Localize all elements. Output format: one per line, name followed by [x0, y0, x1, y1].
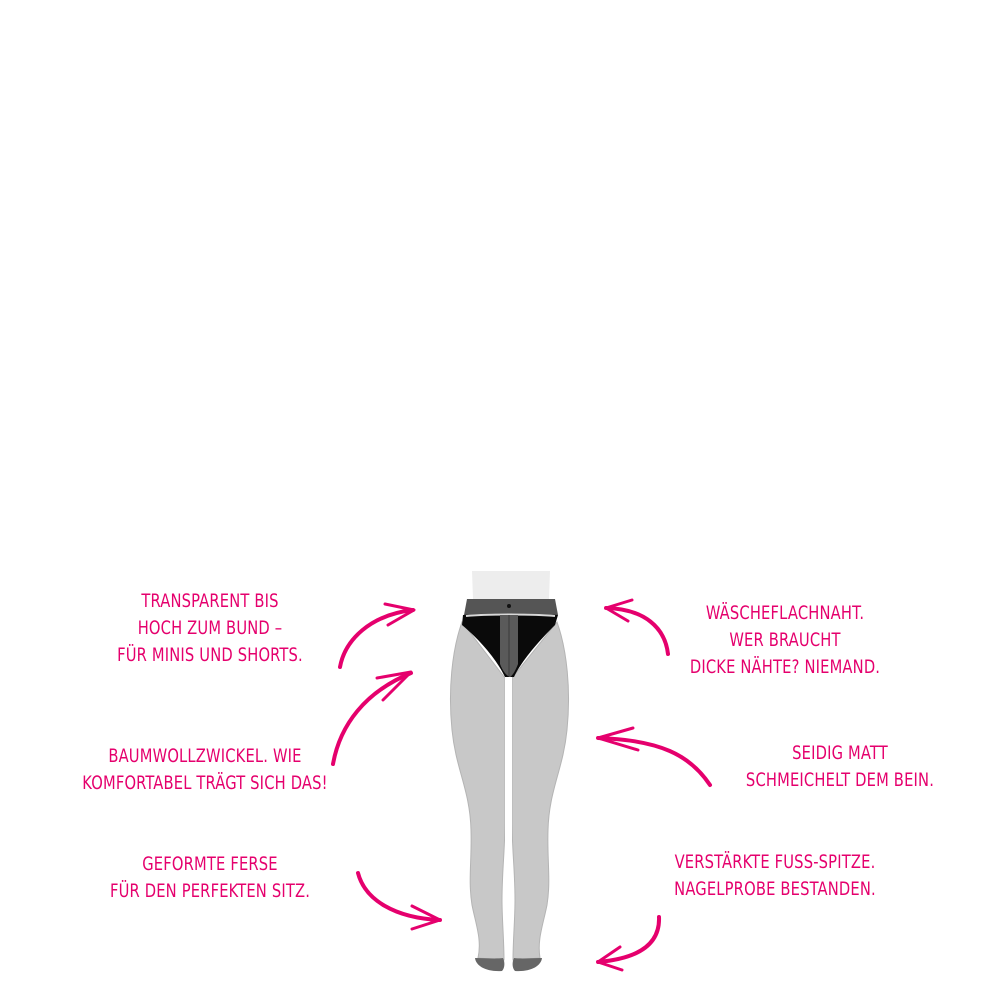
callout-line: dicke Nähte? Niemand. — [689, 656, 881, 678]
callout-line: Nagelprobe bestanden. — [674, 878, 876, 900]
callout-line: Transparent bis — [141, 590, 279, 612]
waist-block — [472, 571, 550, 599]
callout-gusset: Baumwollzwickel. Wie komfortabel trägt s… — [63, 743, 347, 797]
waistband — [464, 599, 558, 615]
callout-line: Baumwollzwickel. Wie — [108, 745, 302, 767]
callout-finish: Seidig matt schmeichelt dem Bein. — [715, 740, 964, 794]
waistband-center-dot — [507, 604, 511, 608]
arrow-seam — [604, 598, 670, 656]
left-toe-reinforcement — [475, 958, 505, 972]
right-leg — [511, 620, 570, 961]
callout-line: schmeichelt dem Bein. — [745, 769, 935, 791]
callout-toe: Verstärkte Fuss-Spitze. Nagelprobe besta… — [642, 849, 909, 903]
right-toe-reinforcement — [512, 958, 542, 972]
callout-line: Verstärkte Fuss-Spitze. — [674, 851, 876, 873]
left-leg — [449, 620, 506, 961]
tights-figure — [449, 571, 570, 972]
callout-line: hoch zum Bund – — [137, 617, 283, 639]
callout-waist: Transparent bis hoch zum Bund – für Mini… — [81, 588, 339, 669]
callout-line: Wäscheflachnaht. — [705, 602, 865, 624]
arrow-gusset — [331, 670, 413, 766]
callout-line: komfortabel trägt sich das! — [82, 772, 328, 794]
arrow-waist — [338, 602, 416, 669]
callout-line: Seidig matt — [792, 742, 888, 764]
callout-line: für den perfekten Sitz. — [109, 880, 311, 902]
callout-line: Wer braucht — [729, 629, 841, 651]
arrow-finish — [596, 726, 712, 787]
callout-seam: Wäscheflachnaht. Wer braucht dicke Nähte… — [656, 600, 914, 681]
arrow-toe — [596, 915, 662, 972]
panty-lining-edge — [465, 613, 556, 617]
callout-line: für Minis und Shorts. — [117, 644, 303, 666]
callout-line: Geformte Ferse — [142, 853, 278, 875]
leg-gap — [505, 676, 512, 961]
callout-heel: Geformte Ferse für den perfekten Sitz. — [81, 851, 339, 905]
arrow-heel — [356, 871, 442, 931]
